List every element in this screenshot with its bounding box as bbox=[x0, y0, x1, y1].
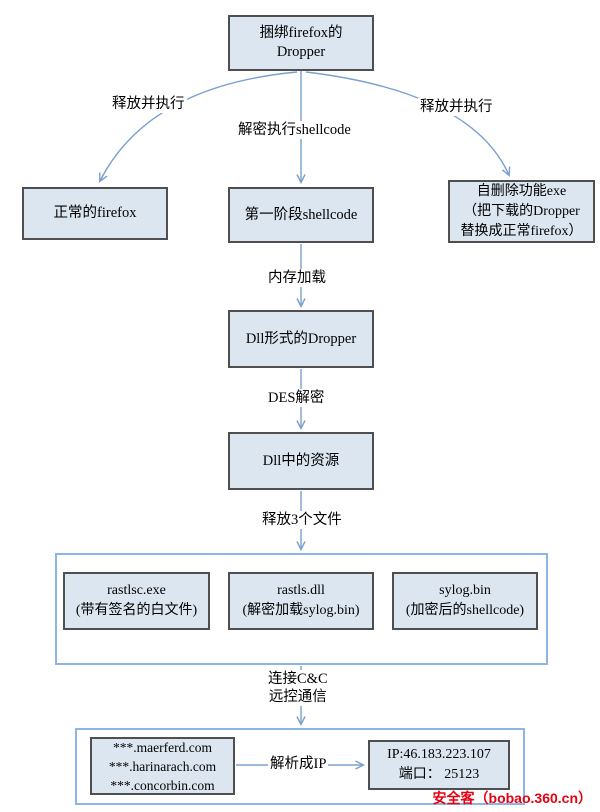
node-self-delete-line1: 自删除功能exe bbox=[476, 183, 567, 199]
node-normal-firefox-label: 正常的firefox bbox=[53, 205, 137, 221]
label-release-exec-left: 释放并执行 bbox=[110, 95, 187, 113]
node-cc-ip-line1: IP:46.183.223.107 bbox=[387, 747, 491, 762]
node-rastlsc-line2: (带有签名的白文件) bbox=[75, 603, 198, 618]
cc-container bbox=[75, 728, 525, 805]
node-cc-ip: IP:46.183.223.107 端口： 25123 bbox=[368, 740, 510, 790]
node-rastlsc-exe: rastlsc.exe (带有签名的白文件) bbox=[63, 572, 210, 630]
node-rastlsc-line1: rastlsc.exe bbox=[107, 583, 166, 598]
label-release-exec-right: 释放并执行 bbox=[418, 98, 495, 116]
label-connect-cc-line1: 连接C&C bbox=[268, 671, 328, 687]
label-connect-cc-line2: 远控通信 bbox=[268, 689, 327, 705]
node-cc-domain1: ***.maerferd.com bbox=[113, 739, 212, 755]
label-memory-load: 内存加载 bbox=[266, 269, 328, 287]
node-cc-ip-line2: 端口： 25123 bbox=[398, 767, 480, 782]
node-self-delete-exe: 自删除功能exe （把下载的Dropper 替换成正常firefox） bbox=[448, 180, 595, 243]
node-sylog-line2: (加密后的shellcode) bbox=[405, 603, 525, 618]
label-des-decrypt: DES解密 bbox=[266, 389, 327, 407]
label-connect-cc: 连接C&C 远控通信 bbox=[266, 670, 330, 706]
label-release-3-files: 释放3个文件 bbox=[260, 511, 344, 529]
node-rastls-line2: (解密加载sylog.bin) bbox=[242, 603, 360, 618]
node-rastls-dll: rastls.dll (解密加载sylog.bin) bbox=[228, 572, 374, 630]
node-rastls-line1: rastls.dll bbox=[277, 583, 325, 598]
label-decrypt-exec-shellcode: 解密执行shellcode bbox=[236, 121, 353, 139]
node-dll-resource-label: Dll中的资源 bbox=[262, 452, 340, 469]
node-sylog-bin: sylog.bin (加密后的shellcode) bbox=[392, 572, 538, 630]
node-stage1-shellcode: 第一阶段shellcode bbox=[228, 187, 374, 243]
node-cc-domain3: ***.concorbin.com bbox=[110, 777, 215, 793]
node-self-delete-line2: （把下载的Dropper bbox=[463, 203, 580, 219]
node-cc-domains: ***.maerferd.com ***.harinarach.com ***.… bbox=[90, 737, 235, 795]
node-bundled-dropper-line1: 捆绑firefox的 bbox=[259, 25, 343, 41]
node-dll-dropper: Dll形式的Dropper bbox=[228, 310, 374, 368]
label-resolve-to-ip: 解析成IP bbox=[268, 755, 329, 773]
node-normal-firefox: 正常的firefox bbox=[22, 187, 168, 240]
node-self-delete-line3: 替换成正常firefox） bbox=[460, 223, 583, 239]
node-bundled-dropper: 捆绑firefox的 Dropper bbox=[228, 15, 374, 71]
dropped-files-container bbox=[55, 553, 548, 665]
node-sylog-line1: sylog.bin bbox=[439, 583, 491, 598]
node-dll-dropper-label: Dll形式的Dropper bbox=[245, 330, 357, 347]
node-cc-domain2: ***.harinarach.com bbox=[108, 758, 217, 774]
node-dll-resource: Dll中的资源 bbox=[228, 432, 374, 490]
node-bundled-dropper-line2: Dropper bbox=[276, 44, 326, 60]
node-stage1-shellcode-label: 第一阶段shellcode bbox=[244, 206, 358, 223]
watermark-anquanke: 安全客（bobao.360.cn） bbox=[432, 790, 592, 806]
